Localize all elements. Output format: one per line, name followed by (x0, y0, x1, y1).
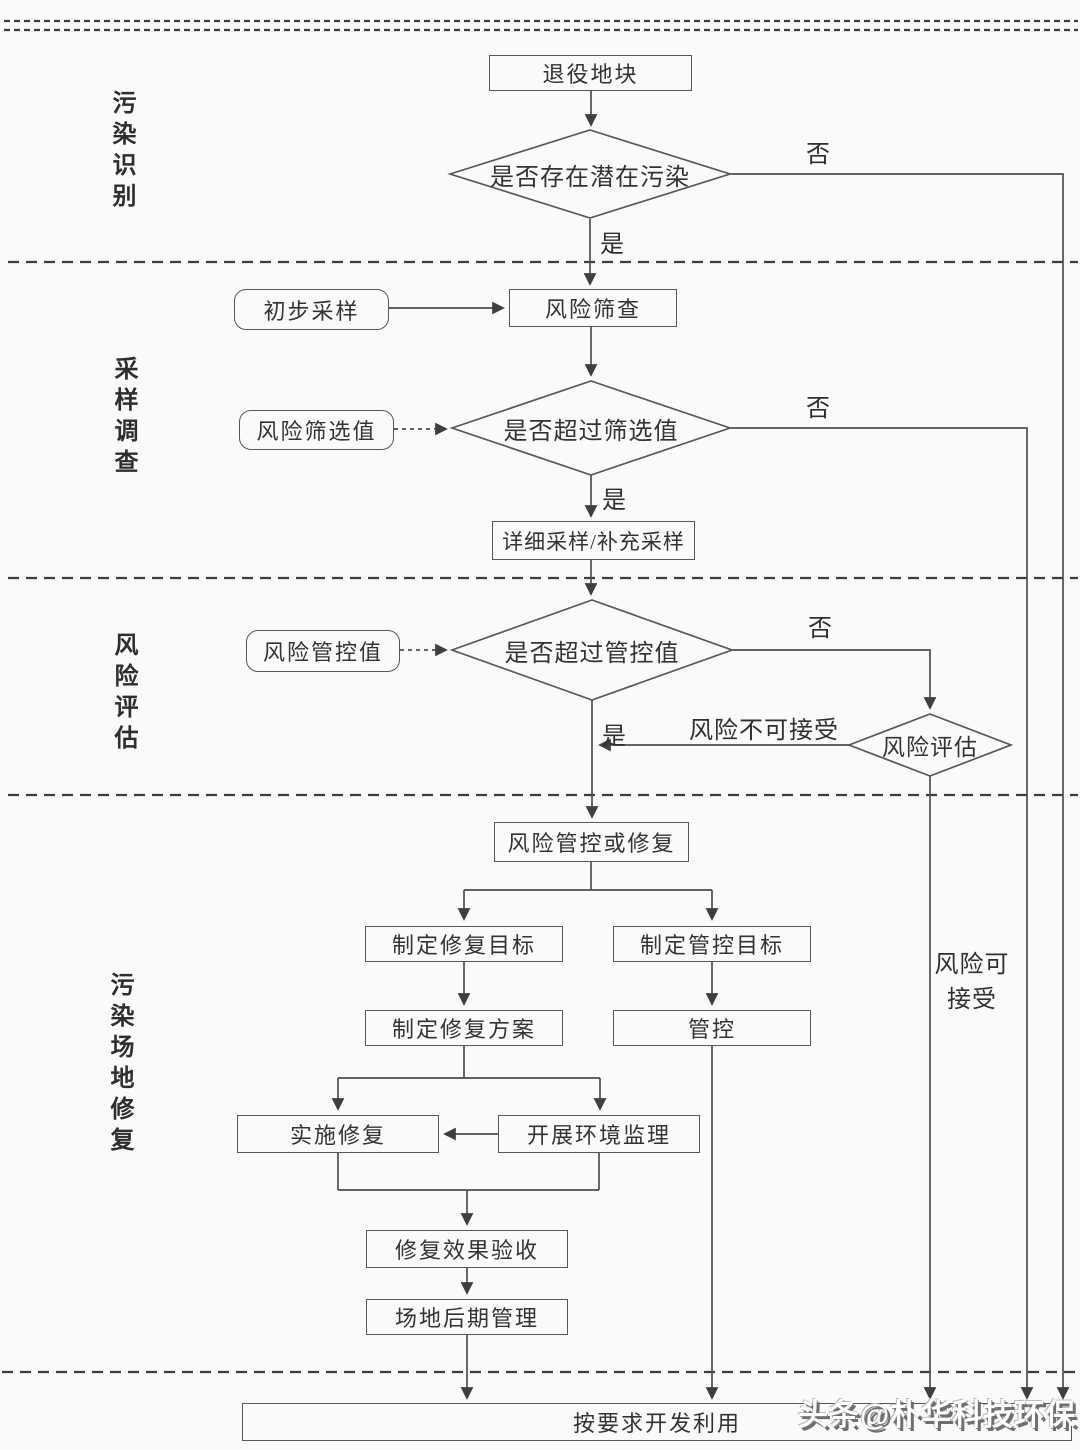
decision-label-risk-assessment: 风险评估 (882, 735, 978, 760)
node-make-remediation-plan: 制定修复方案 (365, 1010, 563, 1046)
edge-decision1-no (730, 173, 1070, 1400)
decision-diamond-potential-contamination (447, 129, 733, 219)
phase-label-sampling: 采样调查 (110, 356, 136, 480)
node-detailed-sampling: 详细采样/补充采样 (492, 521, 695, 560)
edge-label-no-2: 否 (806, 396, 831, 422)
node-site-post-management: 场地后期管理 (366, 1299, 568, 1335)
edge-label-no-1: 否 (806, 142, 831, 168)
edge-label-yes-2: 是 (602, 488, 627, 514)
node-risk-screening: 风险筛查 (509, 289, 677, 327)
decision-label-potential-contamination: 是否存在潜在污染 (490, 164, 690, 191)
edge-decision3-no (732, 649, 937, 710)
node-risk-control-value: 风险管控值 (246, 630, 400, 672)
decision-label-exceed-control: 是否超过管控值 (504, 640, 680, 667)
node-preliminary-sampling: 初步采样 (234, 289, 389, 330)
node-risk-control-or-remediation: 风险管控或修复 (494, 822, 689, 862)
watermark-toutiao: 头条@朴华科技环保 (798, 1399, 1077, 1432)
edge-label-no-3: 否 (808, 616, 833, 642)
phase-label-remediation: 污染场地修复 (106, 972, 132, 1158)
node-set-remediation-target: 制定修复目标 (365, 926, 563, 962)
node-decommissioned-site: 退役地块 (489, 55, 692, 91)
edge-label-yes-1: 是 (600, 232, 625, 258)
node-implement-remediation: 实施修复 (237, 1115, 439, 1153)
node-develop-as-required: 按要求开发利用 (242, 1403, 1072, 1441)
decision-shapes (447, 129, 1014, 777)
phase-label-risk-assessment: 风险评估 (110, 632, 136, 756)
edge-label-risk-acceptable: 风险可接受 (934, 952, 1010, 1013)
node-control: 管控 (613, 1010, 811, 1046)
edge-label-risk-unacceptable: 风险不可接受 (689, 718, 839, 744)
node-risk-screening-value: 风险筛选值 (239, 410, 394, 450)
edge-decision2-no (730, 427, 1034, 1400)
node-set-control-target: 制定管控目标 (613, 926, 811, 962)
decision-diamond-risk-assessment (846, 713, 1014, 777)
phase-label-identification: 污染识别 (108, 90, 134, 214)
edge-label-yes-3: 是 (602, 724, 627, 750)
decision-diamond-exceed-screening (449, 380, 733, 476)
phase-separators (2, 19, 1078, 1374)
decision-diamond-exceed-control (449, 599, 735, 701)
node-remediation-acceptance: 修复效果验收 (366, 1230, 568, 1268)
decision-label-exceed-screening: 是否超过筛选值 (503, 418, 679, 445)
edges (331, 91, 1070, 1400)
node-environmental-supervision: 开展环境监理 (498, 1115, 700, 1153)
